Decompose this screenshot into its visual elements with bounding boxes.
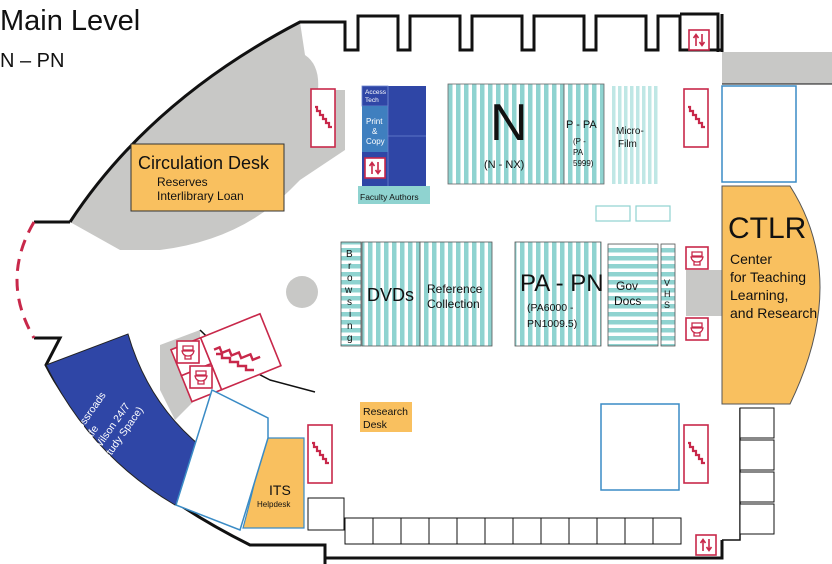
gray-wall-right-top (722, 52, 832, 84)
toilet-icon[interactable] (189, 365, 213, 389)
access-tech-line-1: Access (365, 89, 387, 96)
bottom-carrels (344, 517, 682, 545)
circulation-desk-title: Circulation Desk (138, 153, 270, 173)
stairs-icon[interactable] (309, 87, 337, 149)
elevator-icon[interactable] (695, 534, 717, 556)
ctlr-line-4: and Research (730, 305, 817, 321)
browsing-letter: B (346, 249, 353, 260)
reference-line-2: Collection (427, 297, 480, 311)
stack-pa-pn[interactable]: PA - PN (PA6000 - PN1009.5) (514, 241, 604, 347)
study-room (600, 403, 680, 491)
study-table (635, 205, 671, 222)
toilet-icon[interactable] (685, 317, 709, 341)
elevator-icon[interactable] (364, 157, 386, 179)
gov-docs-line-1: Gov (616, 279, 638, 293)
page-title: Main Level (0, 5, 140, 37)
its-title: ITS (269, 482, 291, 498)
reference-collection[interactable]: Reference Collection (419, 241, 493, 347)
ctlr-line-2: for Teaching (730, 269, 806, 285)
microfilm-line-1: Micro- (616, 126, 644, 137)
study-table (595, 205, 631, 222)
circulation-line-1: Reserves (157, 175, 208, 189)
print-copy-area: Access Tech Print & Copy Faculty Authors (358, 85, 430, 204)
print-copy-line-3: Copy (366, 137, 385, 146)
browsing-letter: r (348, 261, 352, 272)
gray-wall-restroom (686, 270, 722, 316)
toilet-icon[interactable] (176, 340, 200, 364)
stairs-icon[interactable] (682, 87, 710, 149)
browsing-letter: g (347, 333, 353, 344)
reference-line-1: Reference (427, 282, 483, 296)
stack-n-range: (N - NX) (484, 159, 524, 171)
print-copy-line-1: Print (366, 117, 383, 126)
access-tech-line-2: Tech (365, 97, 379, 104)
circulation-desk[interactable]: Circulation Desk Reserves Interlibrary L… (130, 143, 285, 212)
column-pillar (286, 276, 318, 308)
vhs-letter: V (664, 278, 670, 288)
stack-n[interactable]: N (N - NX) (447, 83, 565, 185)
ctlr-title: CTLR (728, 212, 806, 245)
browsing-letter: i (349, 309, 351, 320)
dvd-shelf[interactable]: DVDs (361, 241, 421, 347)
small-box (307, 497, 345, 531)
research-desk-line-2: Desk (363, 419, 388, 431)
stack-p-pa-range-1: (P - (573, 137, 586, 146)
vhs-letter: H (664, 289, 671, 299)
browsing-letter: w (344, 285, 353, 296)
research-desk-line-1: Research (363, 406, 408, 418)
right-carrels (739, 407, 775, 535)
stairs-icon[interactable] (216, 352, 254, 372)
ctlr-line-1: Center (730, 251, 772, 267)
stack-p-pa-title: P - PA (566, 119, 597, 131)
its-helpdesk[interactable]: ITS Helpdesk (242, 437, 305, 529)
its-sub: Helpdesk (257, 500, 291, 509)
gov-docs[interactable]: Gov Docs (607, 243, 659, 347)
browsing-letter: n (347, 321, 353, 332)
ctlr-area[interactable]: CTLR Center for Teaching Learning, and R… (721, 185, 821, 405)
stack-n-title: N (490, 94, 528, 152)
stack-p-pa[interactable]: P - PA (P - PA 5999) (563, 83, 605, 185)
faculty-authors[interactable] (358, 186, 430, 204)
vhs-letter: S (664, 300, 670, 310)
browsing-shelf[interactable]: B r o w s i n g (340, 241, 362, 347)
crossroads-cafe[interactable]: Crossroads Cafe (Wilson 24/7 Study Space… (45, 333, 213, 506)
microfilm-line-2: Film (618, 139, 637, 150)
elevator-icon[interactable] (688, 29, 710, 51)
print-copy-block[interactable] (362, 106, 388, 152)
toilet-icon[interactable] (685, 246, 709, 270)
gray-wall-upper (70, 22, 345, 250)
circulation-line-2: Interlibrary Loan (157, 189, 244, 203)
ctlr-line-3: Learning, (730, 287, 788, 303)
browsing-letter: s (347, 297, 352, 308)
faculty-authors-label: Faculty Authors (360, 192, 419, 202)
vhs-shelf[interactable]: V H S (660, 243, 676, 347)
gov-docs-line-2: Docs (614, 294, 641, 308)
research-desk[interactable]: Research Desk (360, 402, 412, 432)
stack-pa-pn-title: PA - PN (520, 270, 604, 297)
stack-pa-pn-range-1: (PA6000 - (527, 302, 574, 314)
stack-pa-pn-range-2: PN1009.5) (527, 318, 577, 330)
room-box (721, 85, 797, 183)
dvd-label: DVDs (367, 285, 414, 305)
browsing-letter: o (347, 273, 353, 284)
page-subtitle: N – PN (0, 50, 64, 72)
microfilm[interactable]: Micro- Film (612, 86, 660, 184)
study-room (175, 388, 269, 531)
print-copy-line-2: & (372, 127, 378, 136)
stack-p-pa-range-3: 5999) (573, 159, 594, 168)
stack-p-pa-range-2: PA (573, 148, 584, 157)
stairs-icon[interactable] (306, 423, 334, 485)
stairs-icon[interactable] (682, 423, 710, 485)
